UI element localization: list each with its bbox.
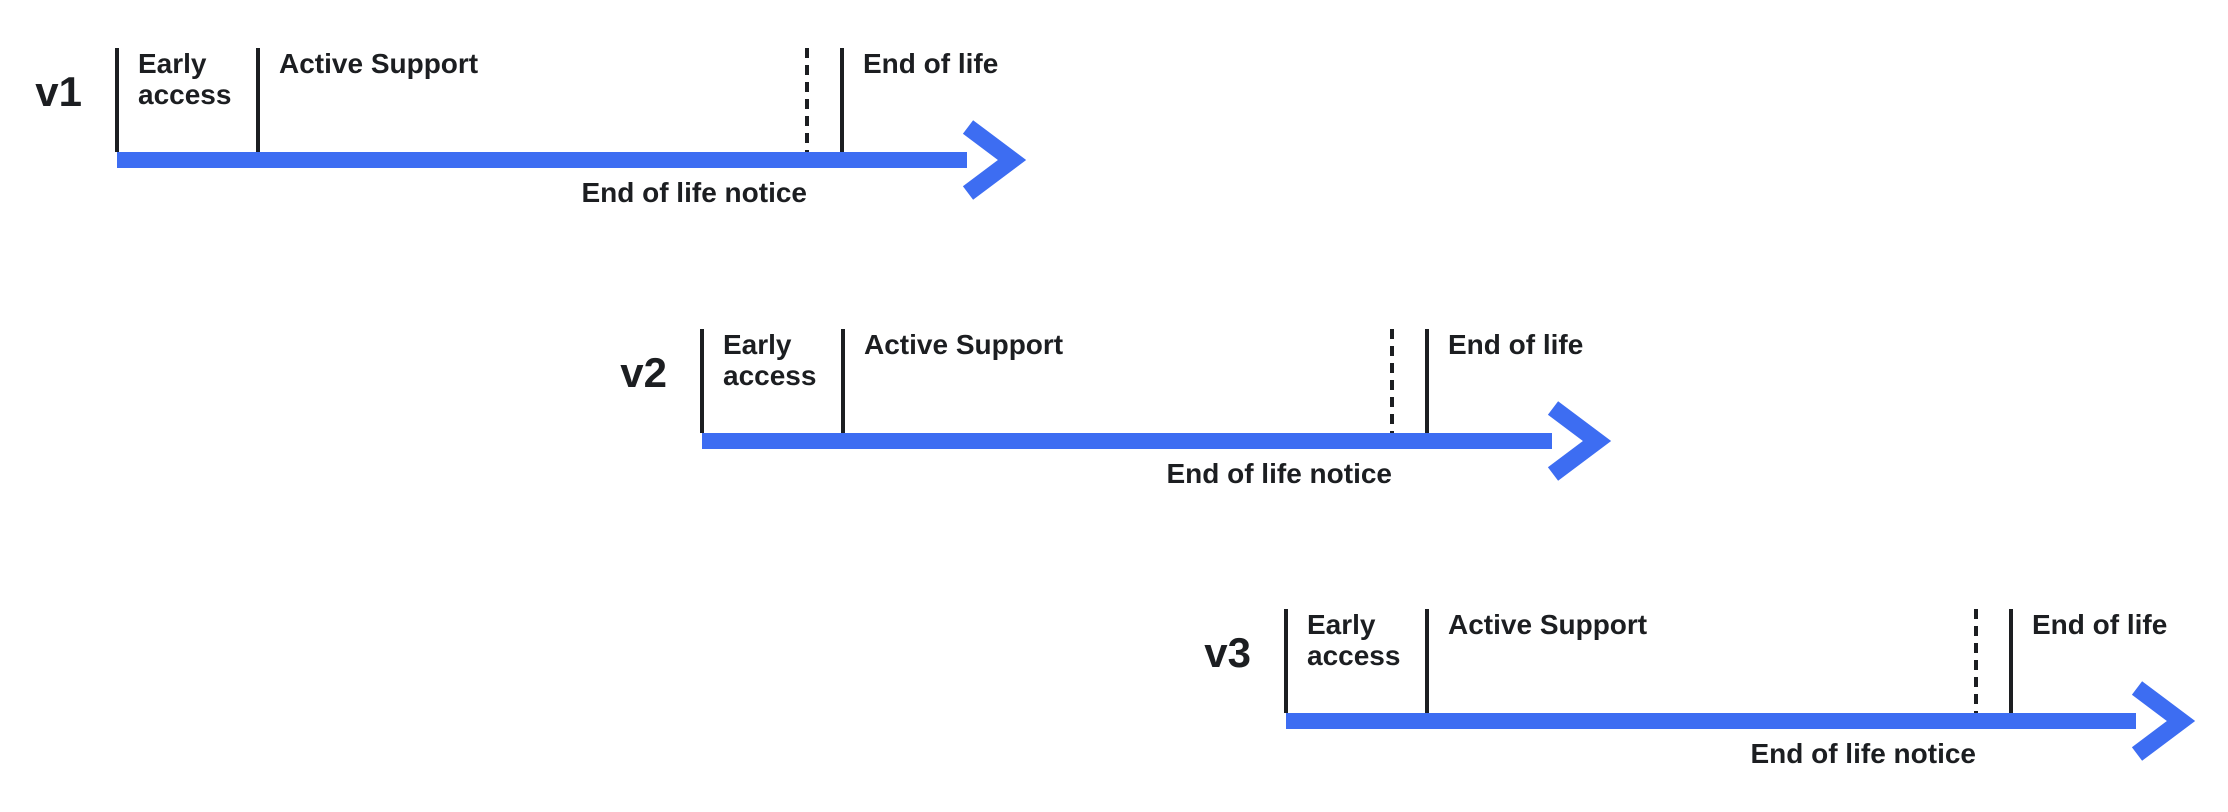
early-access-start-tick: [700, 329, 704, 433]
version-label: v3: [1204, 629, 1251, 676]
end-of-life-tick: [840, 48, 844, 152]
active-support-label: Active Support: [1448, 609, 1648, 640]
eol-notice-label: End of life notice: [581, 177, 807, 208]
active-support-start-tick: [256, 48, 260, 152]
early-access-start-tick: [1284, 609, 1288, 713]
early-access-label: Early access: [723, 329, 817, 391]
active-support-start-tick: [841, 329, 845, 433]
end-of-life-label: End of life: [1448, 329, 1584, 360]
version-label: v1: [35, 68, 82, 115]
eol-notice-dashed-tick: [1390, 329, 1394, 433]
early-access-start-tick: [115, 48, 119, 152]
eol-notice-label: End of life notice: [1750, 738, 1976, 769]
early-access-label: Early access: [138, 48, 232, 110]
eol-notice-dashed-tick: [805, 48, 809, 152]
end-of-life-tick: [1425, 329, 1429, 433]
active-support-label: Active Support: [864, 329, 1064, 360]
end-of-life-label: End of life: [863, 48, 999, 79]
eol-notice-label: End of life notice: [1166, 458, 1392, 489]
eol-notice-dashed-tick: [1974, 609, 1978, 713]
timeline-arrow-icon: [117, 120, 1027, 200]
active-support-start-tick: [1425, 609, 1429, 713]
version-label: v2: [620, 349, 667, 396]
active-support-label: Active Support: [279, 48, 479, 79]
early-access-label: Early access: [1307, 609, 1401, 671]
timeline-arrow-icon: [702, 401, 1612, 481]
end-of-life-tick: [2009, 609, 2013, 713]
timeline-arrow-icon: [1286, 681, 2196, 761]
end-of-life-label: End of life: [2032, 609, 2168, 640]
